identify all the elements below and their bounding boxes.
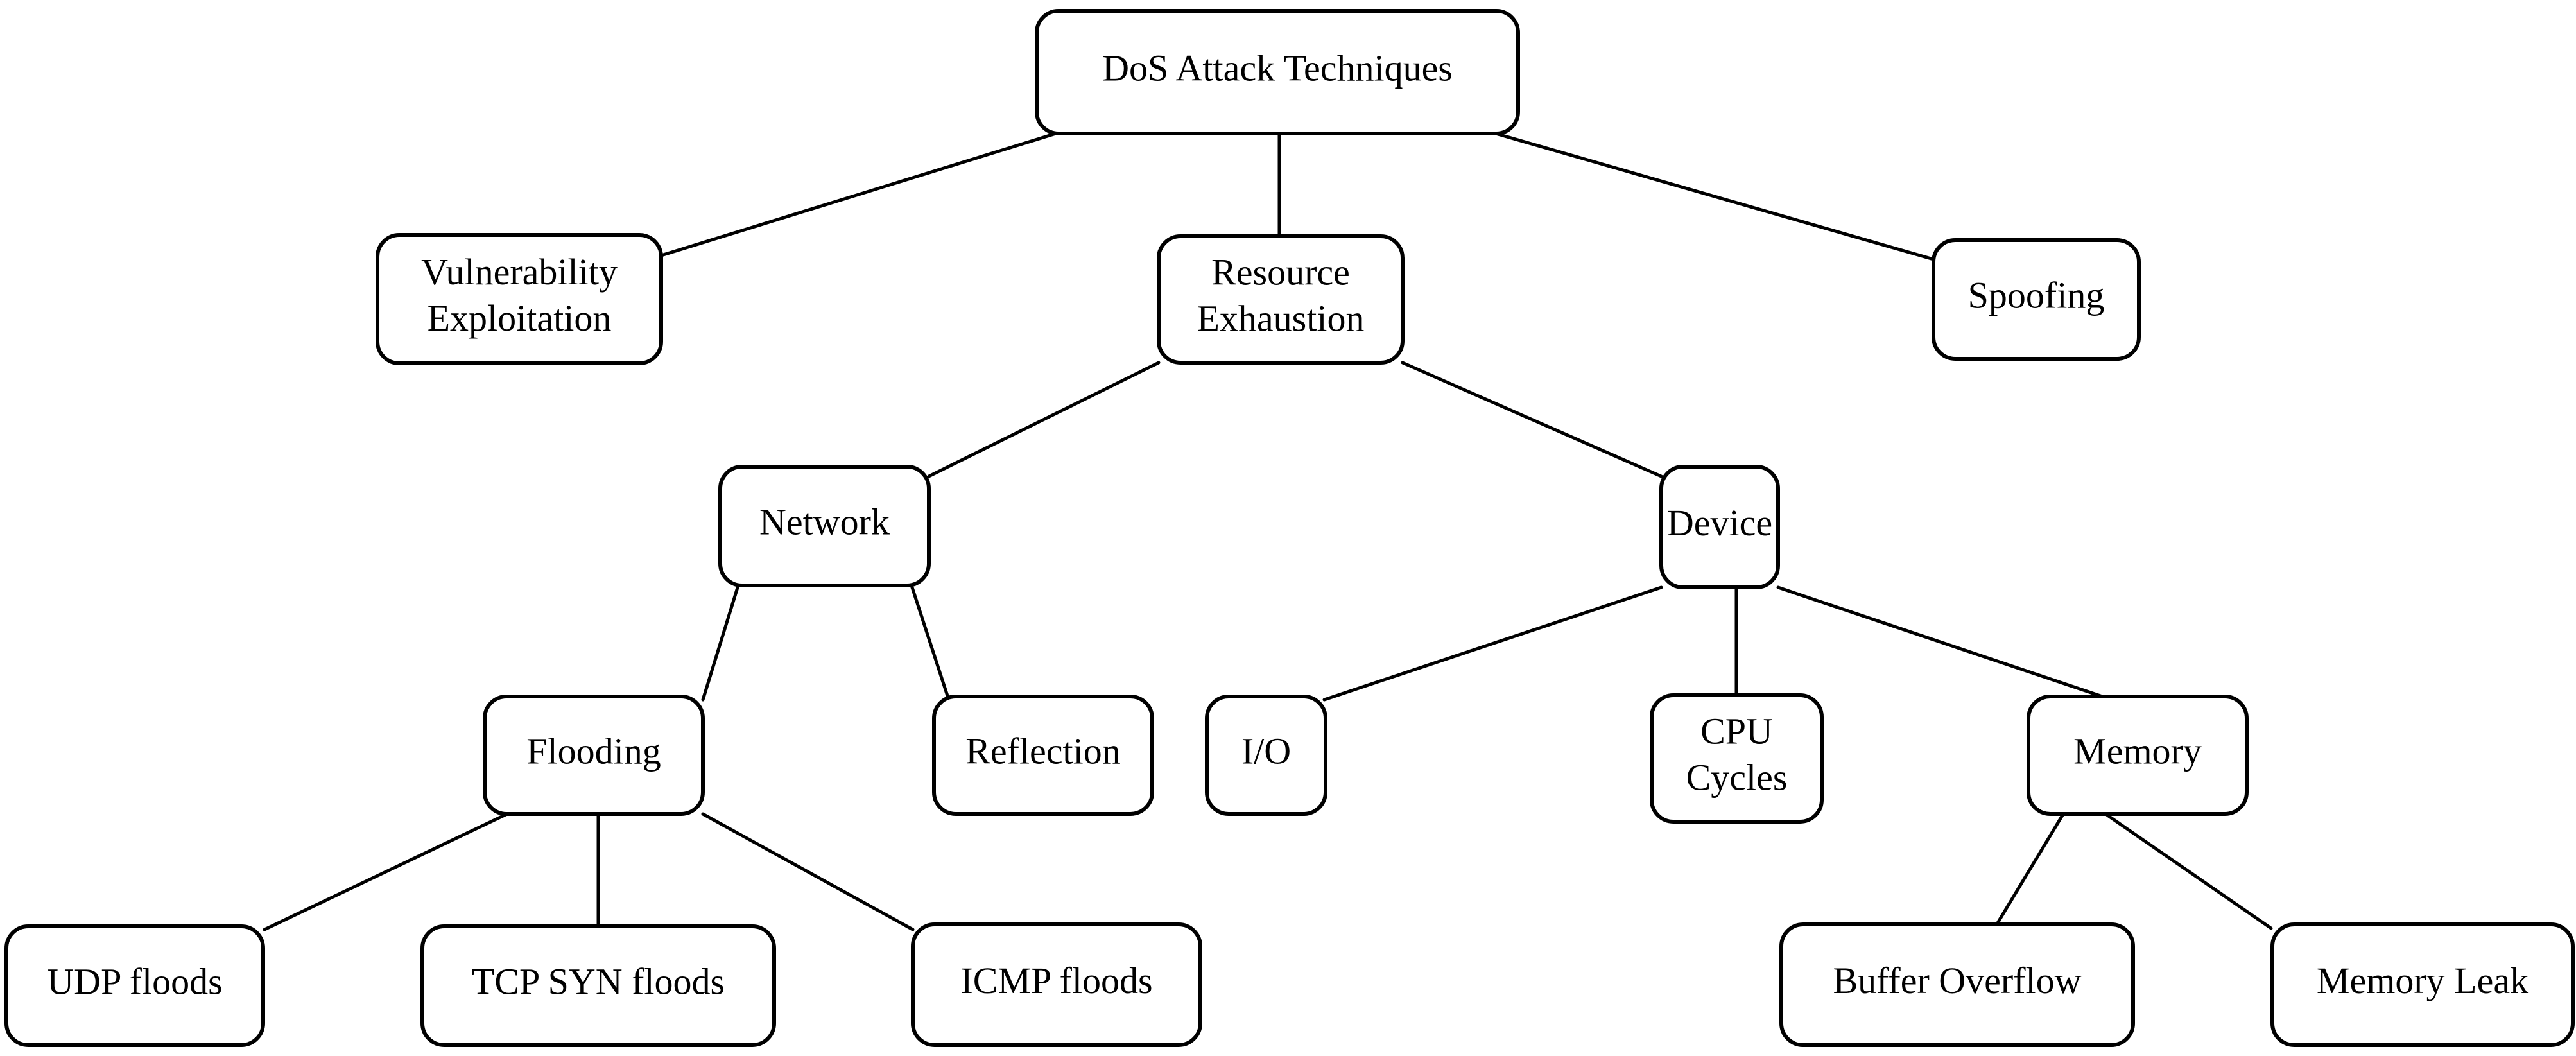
node-label-reflection: Reflection [965,731,1121,772]
node-tcp-syn-floods[interactable]: TCP SYN floods [420,924,776,1047]
node-label-line: Memory [2073,731,2202,772]
node-buffer-overflow[interactable]: Buffer Overflow [1779,922,2135,1047]
node-io[interactable]: I/O [1205,695,1327,816]
node-label-line: Flooding [526,731,661,772]
edge-device-to-memory [1776,585,2114,702]
node-box-spoofing [1932,238,2141,361]
node-label-line: DoS Attack Techniques [1102,48,1453,89]
node-memory-leak[interactable]: Memory Leak [2270,922,2575,1047]
edge-memory-to-memory-leak [2105,813,2273,930]
node-label-line: TCP SYN floods [472,961,725,1003]
node-label-line: Memory Leak [2317,960,2528,1001]
node-label-memory: Memory [2073,731,2202,772]
edge-root-to-vulnerability-exploitation [659,132,1058,257]
node-box-cpu-cycles [1650,693,1824,824]
edge-root-to-spoofing [1494,132,1935,261]
node-label-udp-floods: UDP floods [47,961,222,1003]
node-box-network [718,465,931,587]
edge-resource-exhaustion-to-network [927,361,1161,478]
node-box-tcp-syn-floods [420,924,776,1047]
node-box-reflection [932,695,1154,816]
node-label-line: Vulnerability [421,251,618,293]
node-box-memory-leak [2270,922,2575,1047]
node-label-line: Resource [1211,252,1350,293]
node-box-icmp-floods [911,922,1202,1047]
node-box-vulnerability-exploitation [376,233,663,365]
node-label-line: UDP floods [47,961,222,1003]
edge-resource-exhaustion-to-device [1401,361,1663,478]
node-label-line: CPU [1700,711,1773,752]
node-box-device [1659,465,1780,589]
node-box-buffer-overflow [1779,922,2135,1047]
node-label-line: Spoofing [1968,275,2105,316]
node-label-line: ICMP floods [960,960,1152,1001]
edge-device-to-io [1322,585,1663,702]
node-box-io [1205,695,1327,816]
node-label-line: Network [759,501,890,543]
node-box-resource-exhaustion [1157,234,1405,365]
node-network[interactable]: Network [718,465,931,587]
node-udp-floods[interactable]: UDP floods [4,924,265,1047]
node-device[interactable]: Device [1659,465,1780,589]
node-label-line: Cycles [1686,757,1788,799]
node-label-tcp-syn-floods: TCP SYN floods [472,961,725,1003]
node-box-udp-floods [4,924,265,1047]
node-label-line: Exploitation [428,297,612,339]
node-label-line: I/O [1241,731,1291,772]
node-box-memory [2027,695,2249,816]
node-spoofing[interactable]: Spoofing [1932,238,2141,361]
node-label-spoofing: Spoofing [1968,275,2105,316]
node-label-buffer-overflow: Buffer Overflow [1833,960,2081,1001]
node-label-line: Exhaustion [1197,298,1365,340]
node-label-root: DoS Attack Techniques [1102,48,1453,89]
node-label-line: Reflection [965,731,1121,772]
edge-flooding-to-icmp-floods [701,812,915,931]
edge-memory-to-buffer-overflow [1993,813,2064,930]
node-label-io: I/O [1241,731,1291,772]
node-reflection[interactable]: Reflection [932,695,1154,816]
node-memory[interactable]: Memory [2027,695,2249,816]
node-label-line: Buffer Overflow [1833,960,2081,1001]
node-label-flooding: Flooding [526,731,661,772]
node-cpu-cycles[interactable]: CPU Cycles [1650,693,1824,824]
node-label-memory-leak: Memory Leak [2317,960,2528,1001]
node-label-network: Network [759,501,890,543]
node-flooding[interactable]: Flooding [483,695,705,816]
node-icmp-floods[interactable]: ICMP floods [911,922,1202,1047]
edge-flooding-to-udp-floods [263,812,509,931]
edge-network-to-reflection [910,584,951,702]
node-box-root [1035,9,1520,135]
node-box-flooding [483,695,705,816]
edge-network-to-flooding [701,584,740,702]
node-label-device: Device [1667,502,1772,544]
node-label-cpu-cycles: CPU Cycles [1686,711,1788,799]
node-label-icmp-floods: ICMP floods [960,960,1152,1001]
edges-layer [263,132,2273,931]
node-root[interactable]: DoS Attack Techniques [1035,9,1520,135]
node-label-line: Device [1667,502,1772,544]
